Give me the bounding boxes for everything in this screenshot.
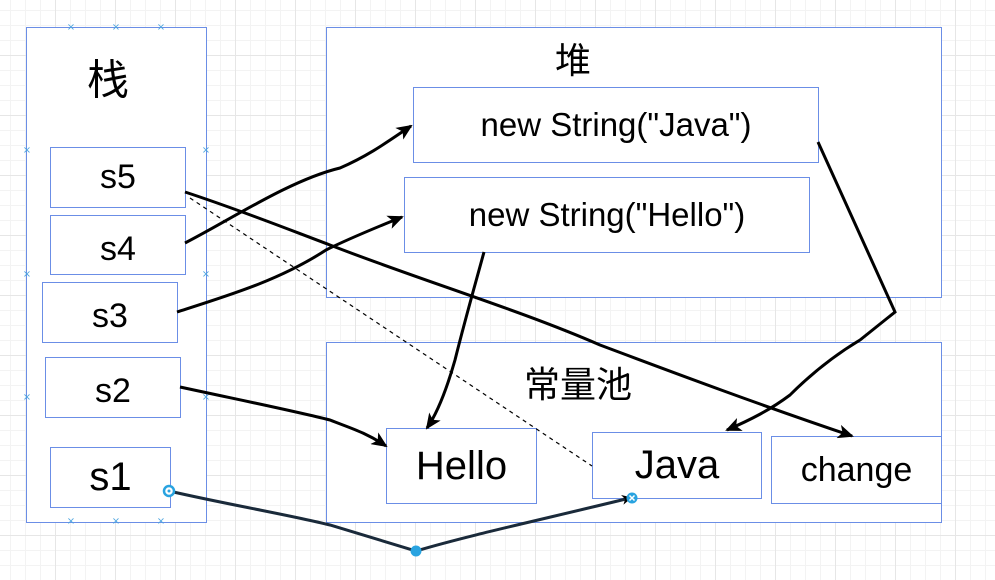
resize-handle-icon[interactable]: × [22,392,32,403]
resize-handle-icon[interactable]: × [66,22,76,33]
stack-label: 栈 [86,55,130,105]
resize-handle-icon[interactable]: × [22,145,32,156]
resize-handle-icon[interactable]: × [201,269,211,280]
constant-pool-label: 常量池 [523,365,633,406]
pool-entry-java[interactable]: Java [592,432,762,499]
heap-object-hello[interactable]: new String("Hello") [404,177,810,253]
pool-entry-change[interactable]: change [771,436,942,504]
stack-var-s5[interactable]: s5 [50,147,186,208]
resize-handle-icon[interactable]: × [201,145,211,156]
resize-handle-icon[interactable]: × [111,22,121,33]
resize-handle-icon[interactable]: × [111,516,121,527]
resize-handle-icon[interactable]: × [22,269,32,280]
stack-var-s3[interactable]: s3 [42,282,178,343]
stack-var-s2[interactable]: s2 [45,357,181,418]
heap-label: 堆 [554,41,592,82]
resize-handle-icon[interactable]: × [201,392,211,403]
resize-handle-icon[interactable]: × [156,516,166,527]
pool-entry-hello[interactable]: Hello [386,428,537,504]
resize-handle-icon[interactable]: × [66,516,76,527]
stack-var-s1[interactable]: s1 [50,447,171,508]
stack-var-s4[interactable]: s4 [50,215,186,275]
resize-handle-icon[interactable]: × [156,22,166,33]
heap-object-java[interactable]: new String("Java") [413,87,819,163]
edge-waypoint-handle-icon[interactable] [410,545,422,557]
